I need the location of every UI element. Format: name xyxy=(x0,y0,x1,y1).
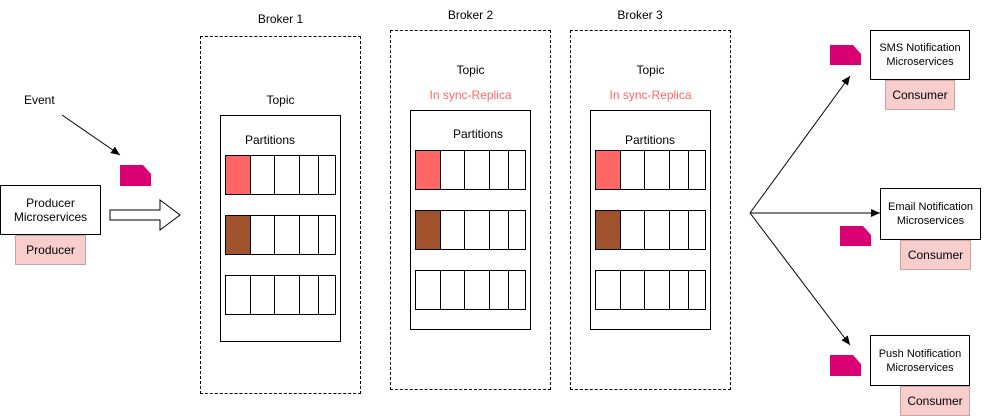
partition-cell xyxy=(319,156,335,194)
partition-cell xyxy=(596,151,621,189)
broker-1-partition-row-1 xyxy=(225,155,336,195)
partition-cell xyxy=(465,271,490,309)
broker-1-topic-label: Topic xyxy=(266,93,295,107)
broker-3-container xyxy=(570,30,731,390)
producer-title-line2: Microservices xyxy=(13,210,88,224)
broker-3-replica-label: In sync-Replica xyxy=(609,88,692,102)
sms-notification-box: SMS Notification Microservices xyxy=(870,30,970,80)
push-message-icon xyxy=(830,355,861,376)
fanout-line-push xyxy=(749,212,851,346)
partition-cell xyxy=(226,216,251,254)
broker-3-partition-row-3 xyxy=(595,270,706,310)
broker-2-partition-row-1 xyxy=(415,150,526,190)
email-message-icon xyxy=(840,226,871,246)
partition-cell xyxy=(490,211,510,249)
event-label: Event xyxy=(24,93,55,107)
broker-2-partition-row-3 xyxy=(415,270,526,310)
partition-cell xyxy=(670,151,690,189)
partition-cell xyxy=(300,156,320,194)
partition-cell xyxy=(319,216,335,254)
partition-cell xyxy=(251,216,276,254)
partition-cell xyxy=(300,276,320,314)
push-title-line2: Microservices xyxy=(886,361,954,374)
broker-1-title: Broker 1 xyxy=(257,12,304,26)
partition-cell xyxy=(490,271,510,309)
sms-message-icon xyxy=(830,45,861,65)
push-consumer-label: Consumer xyxy=(900,386,970,416)
producer-title-line1: Producer xyxy=(26,196,75,210)
event-message-icon xyxy=(120,165,151,186)
broker-2-container xyxy=(390,30,551,390)
partition-cell xyxy=(689,211,705,249)
broker-1-partitions-label: Partitions xyxy=(245,133,296,147)
partition-cell xyxy=(251,156,276,194)
partition-cell xyxy=(441,211,466,249)
partition-cell xyxy=(645,271,670,309)
partition-cell xyxy=(275,156,300,194)
producer-to-broker-arrow xyxy=(109,199,181,231)
broker-3-topic-label: Topic xyxy=(636,63,665,77)
broker-1-partition-row-2 xyxy=(225,215,336,255)
broker-1-container xyxy=(200,36,361,394)
partition-cell xyxy=(509,151,525,189)
partition-cell xyxy=(596,271,621,309)
broker-2-title: Broker 2 xyxy=(447,8,494,22)
broker-1-partition-row-3 xyxy=(225,275,336,315)
partition-cell xyxy=(509,271,525,309)
broker-3-partition-row-2 xyxy=(595,210,706,250)
broker-3-partition-row-1 xyxy=(595,150,706,190)
producer-label: Producer xyxy=(15,235,86,265)
partition-cell xyxy=(465,211,490,249)
broker-2-partitions-label: Partitions xyxy=(453,127,504,141)
push-notification-box: Push Notification Microservices xyxy=(870,335,970,386)
partition-cell xyxy=(645,151,670,189)
event-arrow xyxy=(61,114,121,156)
sms-consumer-label: Consumer xyxy=(885,80,955,110)
broker-2-topic-label: Topic xyxy=(456,63,485,77)
partition-cell xyxy=(226,156,251,194)
partition-cell xyxy=(670,211,690,249)
broker-3-partitions-label: Partitions xyxy=(625,133,676,147)
partition-cell xyxy=(441,151,466,189)
partition-cell xyxy=(670,271,690,309)
partition-cell xyxy=(275,276,300,314)
email-title-line1: Email Notification xyxy=(888,201,973,213)
partition-cell xyxy=(509,211,525,249)
partition-cell xyxy=(226,276,251,314)
push-title-line1: Push Notification xyxy=(878,347,962,360)
partition-cell xyxy=(300,216,320,254)
partition-cell xyxy=(621,151,646,189)
partition-cell xyxy=(621,211,646,249)
partition-cell xyxy=(416,211,441,249)
partition-cell xyxy=(251,276,276,314)
email-title-line2: Microservices xyxy=(896,215,965,227)
partition-cell xyxy=(645,211,670,249)
partition-cell xyxy=(275,216,300,254)
partition-cell xyxy=(621,271,646,309)
email-notification-box: Email Notification Microservices xyxy=(880,188,981,240)
partition-cell xyxy=(416,151,441,189)
broker-3-title: Broker 3 xyxy=(617,8,663,22)
partition-cell xyxy=(490,151,510,189)
partition-cell xyxy=(319,276,335,314)
broker-2-partition-row-2 xyxy=(415,210,526,250)
partition-cell xyxy=(441,271,466,309)
sms-title-line1: SMS Notification xyxy=(879,42,961,54)
producer-microservices-box: Producer Microservices xyxy=(0,185,101,235)
partition-cell xyxy=(465,151,490,189)
partition-cell xyxy=(689,271,705,309)
email-consumer-label: Consumer xyxy=(900,240,971,270)
sms-title-line2: Microservices xyxy=(886,56,954,68)
partition-cell xyxy=(596,211,621,249)
partition-cell xyxy=(689,151,705,189)
fanout-line-sms xyxy=(749,75,851,214)
broker-2-replica-label: In sync-Replica xyxy=(429,88,512,102)
partition-cell xyxy=(416,271,441,309)
